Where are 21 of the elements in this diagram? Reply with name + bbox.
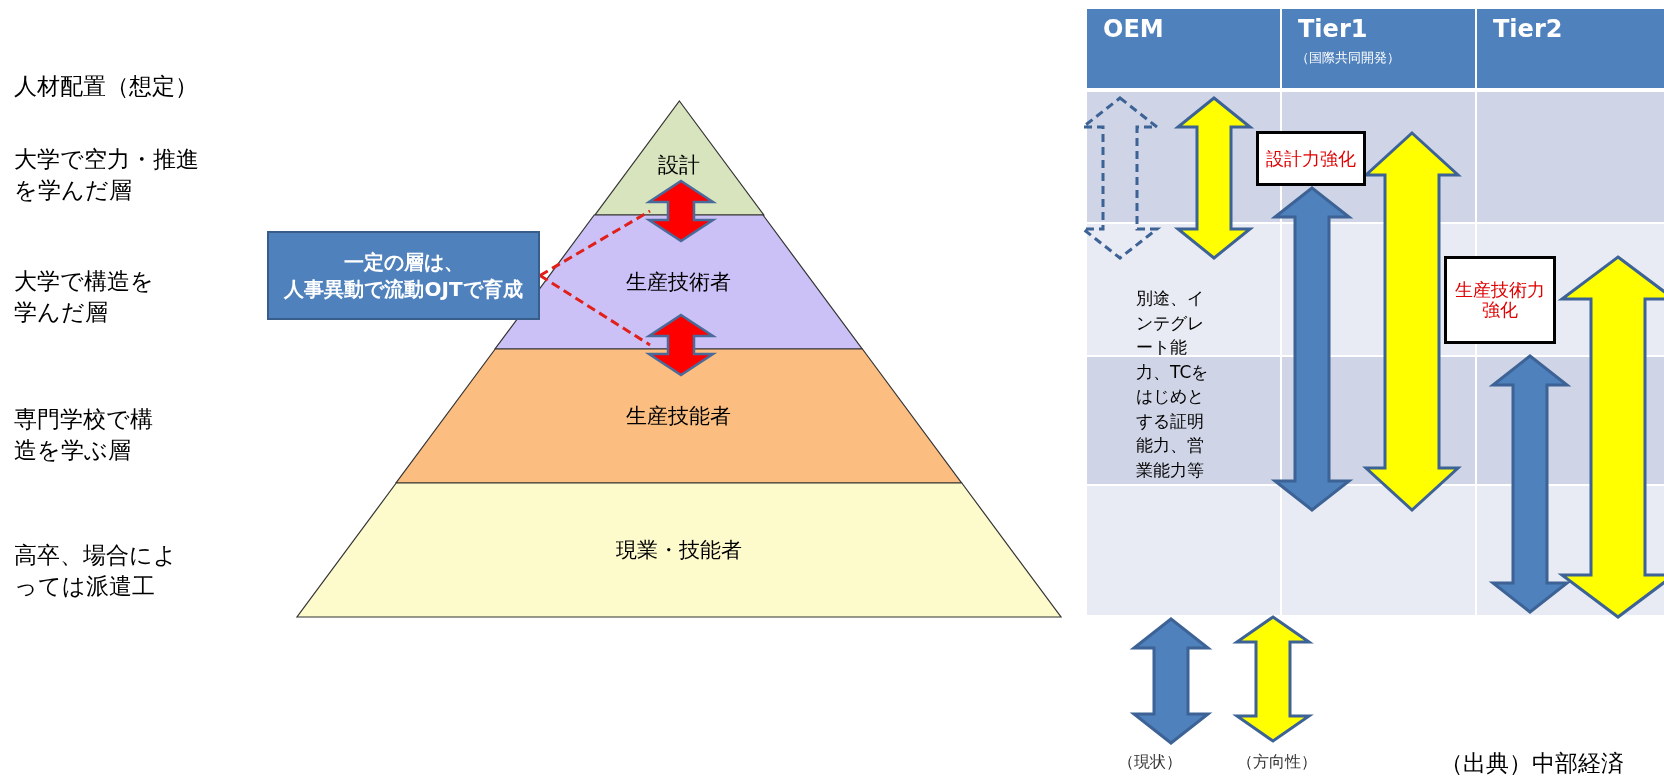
pyramid-layer: 生産技能者 <box>396 349 962 483</box>
legend-label: （方向性） <box>1237 752 1317 773</box>
row-label: 高卒、場合によっては派遣工 <box>14 541 178 601</box>
callout-box: 一定の層は、人事異動で流動OJTで育成 <box>267 231 540 320</box>
double-arrow <box>648 314 714 376</box>
legend-label: （現状） <box>1118 752 1182 773</box>
cell-note: 別途、インテグレート能力、TCをはじめとする証明能力、営業能力等 <box>1136 287 1210 482</box>
row-label: 専門学校で構造を学ぶ層 <box>14 405 154 465</box>
row-label: 大学で空力・推進を学んだ層 <box>14 145 200 205</box>
pyramid-layer: 現業・技能者 <box>297 483 1061 617</box>
column-heading: Tier2 <box>1493 15 1563 43</box>
text-box: 設計力強化 <box>1256 131 1366 186</box>
column-heading: OEM <box>1103 15 1164 43</box>
text-box: 生産技術力強化 <box>1444 256 1556 344</box>
double-arrow <box>648 180 714 242</box>
heading: 人材配置（想定） <box>14 72 198 101</box>
leader-line <box>539 274 651 347</box>
column-heading: Tier1 <box>1298 15 1368 43</box>
source-note: （出典）中部経済 <box>1440 749 1624 777</box>
column-subheading: （国際共同開発） <box>1296 49 1400 67</box>
row-label: 大学で構造を学んだ層 <box>14 267 155 327</box>
